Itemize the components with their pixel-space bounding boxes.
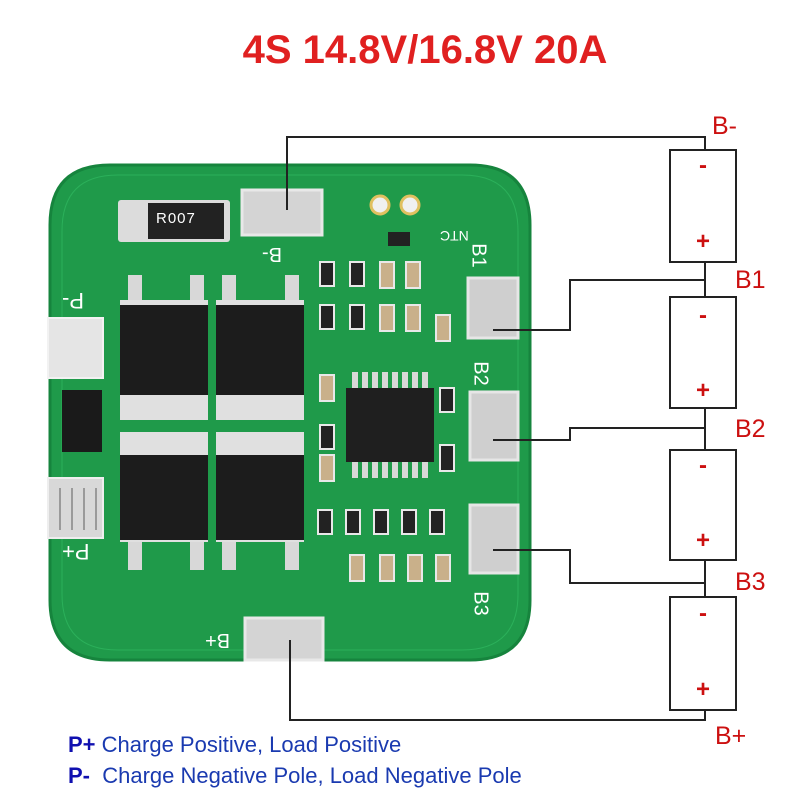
resistor-code: R007 xyxy=(156,210,196,227)
terminal-label-b1: B1 xyxy=(735,266,766,294)
cell-2-minus: - xyxy=(699,302,707,329)
legend-text: Charge Negative Pole, Load Negative Pole xyxy=(102,763,522,788)
battery-cell-4 xyxy=(669,596,737,711)
cell-4-minus: - xyxy=(699,600,707,627)
cell-1-plus: + xyxy=(696,228,711,255)
terminal-label-b3: B3 xyxy=(735,568,766,596)
legend-key: P- xyxy=(68,763,90,788)
ntc-hole xyxy=(369,194,391,216)
pad-b1 xyxy=(466,276,520,340)
terminal-label-b-plus: B+ xyxy=(715,722,747,750)
mosfets xyxy=(120,300,304,542)
silk-b2: B2 xyxy=(469,361,492,386)
cell-3-minus: - xyxy=(699,452,707,479)
cell-4-plus: + xyxy=(696,676,711,703)
terminal-label-b2: B2 xyxy=(735,415,766,443)
cell-1-minus: - xyxy=(699,152,707,179)
battery-cell-2 xyxy=(669,296,737,409)
smd-components xyxy=(317,261,455,582)
pad-b2 xyxy=(468,390,520,462)
ntc-chip xyxy=(388,232,410,246)
pad-b-plus xyxy=(243,616,325,662)
cell-3-plus: + xyxy=(696,527,711,554)
pad-p-minus xyxy=(47,317,104,379)
terminal-label-b-minus: B- xyxy=(712,112,737,140)
silk-b1: B1 xyxy=(467,243,490,268)
battery-cells xyxy=(669,149,737,711)
legend-key: P+ xyxy=(68,732,96,757)
battery-cell-1 xyxy=(669,149,737,263)
page-title: 4S 14.8V/16.8V 20A xyxy=(242,28,608,72)
pad-b3 xyxy=(468,503,520,575)
cell-2-plus: + xyxy=(696,377,711,404)
silk-b3: B3 xyxy=(469,591,492,616)
control-ic xyxy=(346,372,434,478)
ntc-label: NTC xyxy=(440,228,469,244)
ntc-hole xyxy=(399,194,421,216)
battery-cell-3 xyxy=(669,449,737,561)
pad-b-minus xyxy=(240,188,324,237)
pcb-board xyxy=(47,163,532,662)
legend-item: P+ Charge Positive, Load Positive xyxy=(68,732,401,758)
pad-p-plus xyxy=(47,477,104,539)
mosfet-leads-top xyxy=(128,275,299,570)
diode xyxy=(62,390,102,452)
silk-p-plus: P+ xyxy=(62,539,90,564)
silk-p-minus: P- xyxy=(62,288,84,313)
legend-item: P- Charge Negative Pole, Load Negative P… xyxy=(68,763,522,789)
silk-b-plus: B+ xyxy=(205,629,231,651)
silk-b-minus: B- xyxy=(262,243,282,265)
shunt-resistor-body xyxy=(148,203,224,239)
legend-text: Charge Positive, Load Positive xyxy=(101,732,402,757)
wiring xyxy=(286,136,706,721)
